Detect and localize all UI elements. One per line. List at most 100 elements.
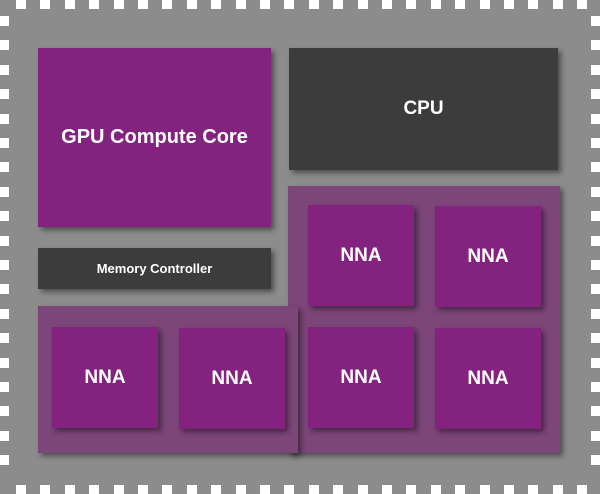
- pin: [333, 0, 343, 9]
- memory-controller-label: Memory Controller: [96, 261, 213, 276]
- pin: [211, 485, 221, 494]
- pin: [406, 485, 416, 494]
- nna-block: NNA: [308, 205, 414, 306]
- pin: [591, 333, 600, 343]
- pin: [260, 0, 270, 9]
- pin: [382, 485, 392, 494]
- pin: [284, 0, 294, 9]
- cpu-label: CPU: [403, 98, 444, 119]
- pin: [65, 485, 75, 494]
- pin: [431, 0, 441, 9]
- pin: [480, 485, 490, 494]
- pin: [504, 0, 514, 9]
- pin: [0, 309, 9, 319]
- pin: [0, 260, 9, 270]
- pin: [309, 485, 319, 494]
- pin: [16, 485, 26, 494]
- pin: [65, 0, 75, 9]
- pin: [358, 485, 368, 494]
- pin: [0, 455, 9, 465]
- pin: [40, 0, 50, 9]
- pin: [591, 40, 600, 50]
- pin: [0, 284, 9, 294]
- nna-label: NNA: [84, 366, 126, 388]
- pin: [504, 485, 514, 494]
- pin: [162, 0, 172, 9]
- pin: [187, 0, 197, 9]
- nna-label: NNA: [340, 244, 382, 266]
- pin: [162, 485, 172, 494]
- pin: [591, 455, 600, 465]
- pin: [553, 0, 563, 9]
- pin: [591, 431, 600, 441]
- pin: [0, 89, 9, 99]
- gpu-compute-core-block: GPU Compute Core: [38, 48, 271, 227]
- pin: [591, 236, 600, 246]
- pin: [89, 0, 99, 9]
- nna-label: NNA: [340, 366, 382, 388]
- memory-controller-block: Memory Controller: [38, 248, 271, 289]
- pin: [591, 309, 600, 319]
- pin: [0, 333, 9, 343]
- pin: [455, 0, 465, 9]
- nna-label: NNA: [467, 367, 509, 389]
- pin: [0, 406, 9, 416]
- pin: [0, 40, 9, 50]
- nna-label: NNA: [211, 367, 253, 389]
- pin: [591, 114, 600, 124]
- pin: [187, 485, 197, 494]
- pin: [0, 431, 9, 441]
- nna-block: NNA: [308, 327, 414, 428]
- pin: [0, 211, 9, 221]
- pin: [333, 485, 343, 494]
- pin: [455, 485, 465, 494]
- nna-block: NNA: [179, 328, 285, 429]
- pin: [591, 284, 600, 294]
- pin: [553, 485, 563, 494]
- pin: [236, 485, 246, 494]
- pin: [577, 485, 587, 494]
- nna-block: NNA: [52, 327, 158, 428]
- pin: [591, 162, 600, 172]
- pin: [0, 236, 9, 246]
- pin: [591, 406, 600, 416]
- pin: [0, 382, 9, 392]
- pin: [591, 89, 600, 99]
- pin: [591, 382, 600, 392]
- pin: [114, 0, 124, 9]
- pin: [591, 187, 600, 197]
- pin: [211, 0, 221, 9]
- pin: [309, 0, 319, 9]
- pin: [0, 114, 9, 124]
- pin: [591, 16, 600, 26]
- pin: [0, 358, 9, 368]
- nna-label: NNA: [467, 245, 509, 267]
- pin: [431, 485, 441, 494]
- pin: [16, 0, 26, 9]
- nna-block: NNA: [435, 328, 541, 429]
- pin: [0, 65, 9, 75]
- pin: [591, 138, 600, 148]
- nna-block: NNA: [435, 206, 541, 307]
- pin: [480, 0, 490, 9]
- pin: [406, 0, 416, 9]
- pin: [284, 485, 294, 494]
- pin: [358, 0, 368, 9]
- pin: [0, 187, 9, 197]
- pin: [591, 211, 600, 221]
- pin: [382, 0, 392, 9]
- pin: [591, 65, 600, 75]
- pin: [138, 0, 148, 9]
- pin: [0, 138, 9, 148]
- pin: [236, 0, 246, 9]
- pin: [114, 485, 124, 494]
- pin: [591, 358, 600, 368]
- pin: [0, 162, 9, 172]
- pin: [89, 485, 99, 494]
- cpu-block: CPU: [289, 48, 558, 170]
- pin: [0, 16, 9, 26]
- pin: [260, 485, 270, 494]
- pin: [528, 0, 538, 9]
- pin: [138, 485, 148, 494]
